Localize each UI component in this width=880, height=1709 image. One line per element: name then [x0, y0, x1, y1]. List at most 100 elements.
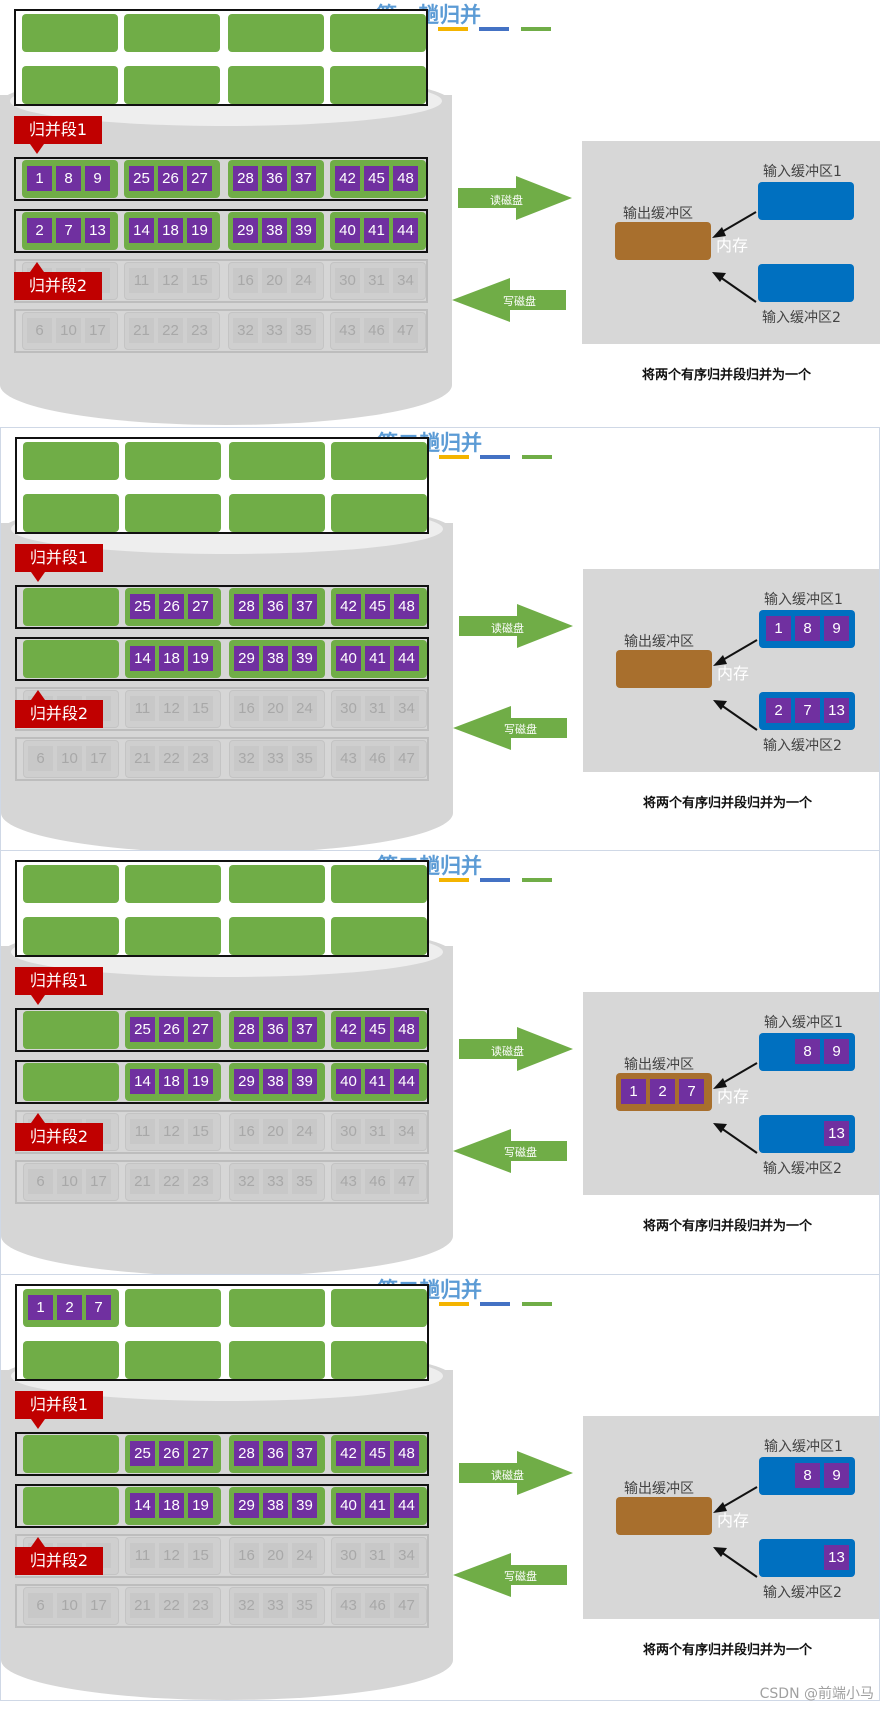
disk-block — [23, 1011, 119, 1049]
number-cell: 30 — [336, 1119, 361, 1144]
number-cell: 11 — [130, 1543, 155, 1568]
disk-row-faded — [15, 1160, 429, 1204]
number-cell: 43 — [336, 746, 361, 771]
run-tag-2-pointer — [31, 1113, 45, 1123]
read-disk-arrow-shape — [459, 1027, 573, 1071]
memory-label: 内存 — [717, 1511, 750, 1530]
number-cell: 20 — [263, 1543, 288, 1568]
number-cell: 11 — [130, 696, 155, 721]
buffer2-to-output-arrowhead — [713, 1547, 727, 1557]
run-frame-run1 — [15, 585, 429, 629]
input-buffer-1-label: 输入缓冲区1 — [764, 1015, 843, 1031]
buffer1-to-output-arrowhead — [712, 227, 726, 238]
number-cell: 29 — [234, 646, 259, 671]
run-tag-2-pointer — [31, 690, 45, 700]
number-cell: 21 — [130, 1169, 155, 1194]
number-cell: 19 — [188, 1493, 213, 1518]
output-buffer-label: 输出缓冲区 — [624, 1057, 694, 1073]
input-buffer-1-label: 输入缓冲区1 — [763, 164, 842, 180]
buffer-arrows-layer — [713, 639, 758, 731]
number-cell: 47 — [393, 318, 418, 343]
buffer-arrows-layer — [713, 1486, 758, 1578]
number-cell: 15 — [187, 268, 212, 293]
number-cell: 13 — [824, 698, 849, 723]
number-cell: 21 — [129, 318, 154, 343]
number-cell: 10 — [57, 1593, 82, 1618]
number-cell: 37 — [292, 594, 317, 619]
number-cell: 30 — [336, 1543, 361, 1568]
caption: 将两个有序归并段归并为一个 — [643, 1643, 813, 1658]
number-cell: 30 — [336, 696, 361, 721]
disk-block — [23, 1487, 119, 1525]
number-cell: 17 — [86, 1593, 111, 1618]
memory-block — [23, 1341, 119, 1379]
number-cell: 32 — [234, 1169, 259, 1194]
run-tag-1-pointer — [31, 995, 45, 1005]
arrows-layer — [453, 1027, 573, 1173]
number-cell: 16 — [234, 1119, 259, 1144]
number-cell: 10 — [57, 1169, 82, 1194]
number-cell: 16 — [234, 1543, 259, 1568]
number-cell: 2 — [27, 218, 52, 243]
number-cell: 46 — [365, 1169, 390, 1194]
number-cell: 8 — [795, 1039, 820, 1064]
number-cell: 23 — [188, 1593, 213, 1618]
number-cell: 22 — [159, 1593, 184, 1618]
number-cell: 37 — [292, 1441, 317, 1466]
number-cell: 1 — [621, 1079, 646, 1104]
memory-block — [331, 442, 427, 480]
number-cell: 24 — [292, 1543, 317, 1568]
number-cell: 31 — [365, 1119, 390, 1144]
caption: 将两个有序归并段归并为一个 — [642, 368, 812, 383]
number-cell: 38 — [263, 1493, 288, 1518]
number-cell: 45 — [365, 1017, 390, 1042]
number-cell: 19 — [188, 1069, 213, 1094]
number-cell: 47 — [394, 1593, 419, 1618]
memory-block — [125, 1341, 221, 1379]
number-cell: 44 — [393, 218, 418, 243]
number-cell: 7 — [86, 1295, 111, 1320]
number-cell: 35 — [292, 1593, 317, 1618]
number-cell: 28 — [234, 594, 259, 619]
arrows-layer — [453, 604, 573, 750]
memory-block — [330, 14, 426, 52]
read-disk-label: 读磁盘 — [491, 1469, 524, 1482]
number-cell: 17 — [86, 746, 111, 771]
number-cell: 1 — [766, 616, 791, 641]
number-cell: 18 — [158, 218, 183, 243]
number-cell: 34 — [394, 696, 419, 721]
read-disk-arrow-shape — [459, 604, 573, 648]
number-cell: 44 — [394, 1069, 419, 1094]
legend-line-2 — [438, 27, 468, 31]
number-cell: 25 — [129, 166, 154, 191]
write-disk-arrow-shape — [453, 706, 567, 750]
memory-block — [228, 14, 324, 52]
number-cell: 6 — [27, 318, 52, 343]
number-cell: 43 — [336, 1169, 361, 1194]
number-cell: 48 — [394, 1441, 419, 1466]
read-disk-label: 读磁盘 — [491, 1045, 524, 1058]
memory-block — [23, 442, 119, 480]
number-cell: 7 — [56, 218, 81, 243]
input-buffer-2-label: 输入缓冲区2 — [762, 310, 841, 326]
input-buffer-2-label: 输入缓冲区2 — [763, 738, 842, 754]
number-cell: 30 — [335, 268, 360, 293]
legend-line-3 — [480, 878, 510, 882]
number-cell: 14 — [130, 646, 155, 671]
input-buffer-2 — [758, 264, 854, 302]
number-cell: 2 — [650, 1079, 675, 1104]
disk-row-faded — [15, 1584, 429, 1628]
buffer1-to-output-line — [720, 1486, 758, 1509]
number-cell: 22 — [158, 318, 183, 343]
number-cell: 28 — [234, 1017, 259, 1042]
memory-block — [23, 865, 119, 903]
number-cell: 46 — [365, 1593, 390, 1618]
number-cell: 27 — [187, 166, 212, 191]
write-disk-label: 写磁盘 — [503, 295, 536, 308]
run-tag-2: 归并段2 — [15, 1547, 103, 1575]
number-cell: 37 — [291, 166, 316, 191]
legend-line-4 — [522, 455, 552, 459]
number-cell: 20 — [263, 1119, 288, 1144]
number-cell: 23 — [187, 318, 212, 343]
